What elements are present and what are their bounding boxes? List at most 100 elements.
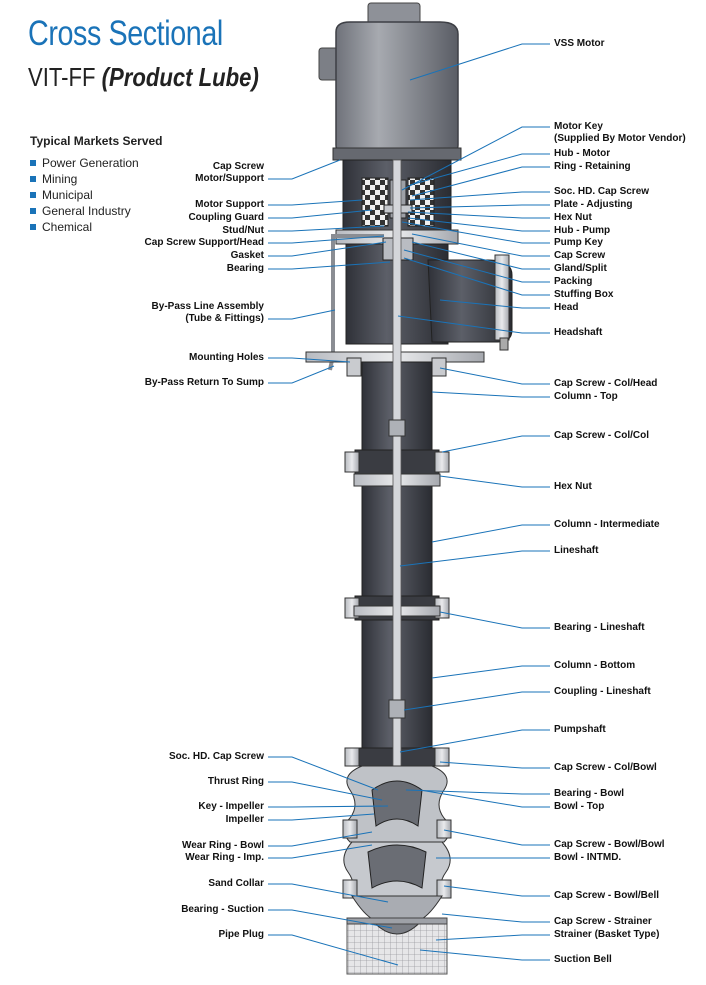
leader-line xyxy=(443,829,550,846)
leader-line xyxy=(268,756,379,791)
coupling-shape xyxy=(388,419,406,437)
page-subtitle: VIT-FF (Product Lube) xyxy=(28,62,259,93)
leader-line xyxy=(405,789,550,795)
leader-line xyxy=(268,235,385,244)
leader-line xyxy=(401,126,550,191)
leader-line xyxy=(407,217,550,232)
leader-line xyxy=(439,761,550,769)
leader-line xyxy=(268,844,373,859)
label-head: Head xyxy=(554,302,579,313)
label-bowl-top: Bowl - Top xyxy=(554,801,605,812)
label-gasket: Gasket xyxy=(230,250,264,261)
leader-line xyxy=(403,249,550,283)
leader-line xyxy=(399,550,550,567)
leader-line xyxy=(431,391,550,398)
label-cap-screw-col-head: Cap Screw - Col/Head xyxy=(554,378,658,389)
leader-line xyxy=(439,611,550,629)
leader-line xyxy=(268,261,391,270)
label-cap-screw-bowl-bowl: Cap Screw - Bowl/Bowl xyxy=(554,839,665,850)
leader-line xyxy=(401,221,550,244)
leader-line xyxy=(439,299,550,309)
leader-line xyxy=(268,225,385,232)
label-bearing-bowl: Bearing - Bowl xyxy=(554,788,625,799)
leader-line xyxy=(407,211,550,219)
leader-line xyxy=(409,153,550,186)
label-column-bottom: Column - Bottom xyxy=(554,660,636,671)
leader-line xyxy=(268,159,341,180)
label-motor-key: Motor Key(Supplied By Motor Vendor) xyxy=(554,121,686,144)
label-headshaft: Headshaft xyxy=(554,327,603,338)
strainer-shape xyxy=(346,917,448,975)
leader-line xyxy=(409,191,550,201)
label-bypass-return: By-Pass Return To Sump xyxy=(144,377,264,388)
mounting-bolt-icon xyxy=(431,357,447,377)
label-cap-screw-col-col: Cap Screw - Col/Col xyxy=(554,430,650,441)
label-cap-screw-support-head: Cap Screw Support/Head xyxy=(144,237,264,248)
label-pumpshaft: Pumpshaft xyxy=(554,724,606,735)
leader-line xyxy=(431,524,550,543)
label-key-impeller: Key - Impeller xyxy=(198,801,264,812)
label-hub-pump: Hub - Pump xyxy=(554,225,611,236)
label-bowl-intmd: Bowl - INTMD. xyxy=(554,852,622,863)
leader-line xyxy=(411,241,550,270)
label-wear-ring-imp: Wear Ring - Imp. xyxy=(185,852,264,863)
leader-line xyxy=(443,885,550,897)
leader-line xyxy=(268,365,335,384)
leader-line xyxy=(411,233,550,257)
label-soc-hd-cap-screw: Soc. HD. Cap Screw xyxy=(554,186,650,197)
leader-line xyxy=(268,883,389,903)
page-title: Cross Sectional xyxy=(28,14,223,53)
leader-line xyxy=(409,204,550,209)
leader-line xyxy=(419,949,550,961)
label-mounting-holes: Mounting Holes xyxy=(189,352,264,363)
label-cap-screw-strainer: Cap Screw - Strainer xyxy=(554,916,652,927)
leader-line xyxy=(403,691,550,711)
markets-heading: Typical Markets Served xyxy=(30,134,163,148)
label-bearing-lineshaft: Bearing - Lineshaft xyxy=(554,622,645,633)
bowl-assembly-shape xyxy=(342,765,452,921)
leader-line xyxy=(268,813,375,821)
bullet-square-icon xyxy=(30,207,36,214)
market-item: Power Generation xyxy=(30,155,139,171)
label-gland-split: Gland/Split xyxy=(554,263,607,274)
label-hub-motor: Hub - Motor xyxy=(554,148,611,159)
label-bypass-line-assembly: By-Pass Line Assembly(Tube & Fittings) xyxy=(151,301,264,324)
label-column-intermediate: Column - Intermediate xyxy=(554,519,660,530)
label-vss-motor: VSS Motor xyxy=(554,38,605,49)
label-packing: Packing xyxy=(554,276,593,287)
leader-line xyxy=(439,475,550,488)
leader-line xyxy=(399,729,550,753)
bullet-square-icon xyxy=(30,159,36,166)
label-lineshaft: Lineshaft xyxy=(554,545,599,556)
leader-line xyxy=(397,315,550,334)
label-suction-bell: Suction Bell xyxy=(554,954,612,965)
subtitle-model: VIT-FF xyxy=(28,62,102,92)
leader-line xyxy=(409,43,550,81)
leader-line xyxy=(268,831,373,847)
label-coupling-lineshaft: Coupling - Lineshaft xyxy=(554,686,651,697)
vss-motor-shape xyxy=(318,2,462,161)
market-item: General Industry xyxy=(30,203,139,219)
leader-line xyxy=(435,934,550,941)
leader-line xyxy=(268,805,389,808)
leader-line xyxy=(268,209,373,219)
subtitle-lube-type: (Product Lube) xyxy=(101,62,259,92)
label-soc-hd-cap-screw-left: Soc. HD. Cap Screw xyxy=(168,751,264,762)
label-bearing-suction: Bearing - Suction xyxy=(181,904,264,915)
leader-line xyxy=(268,934,399,966)
mounting-bolt-icon xyxy=(346,357,362,377)
label-column-top: Column - Top xyxy=(554,391,618,402)
label-bearing: Bearing xyxy=(226,263,264,274)
leader-line xyxy=(268,909,393,929)
label-hex-nut: Hex Nut xyxy=(554,481,592,492)
label-plate-adjusting: Plate - Adjusting xyxy=(554,199,633,210)
head-shape xyxy=(335,229,513,351)
label-stuffing-box: Stuffing Box xyxy=(554,289,614,300)
leader-line xyxy=(268,241,387,257)
label-cap-screw-bowl-bell: Cap Screw - Bowl/Bell xyxy=(554,890,660,901)
market-item: Chemical xyxy=(30,219,139,235)
label-ring-retaining: Ring - Retaining xyxy=(554,161,631,172)
label-wear-ring-bowl: Wear Ring - Bowl xyxy=(181,840,264,851)
market-item: Mining xyxy=(30,171,139,187)
bullet-square-icon xyxy=(30,175,36,182)
